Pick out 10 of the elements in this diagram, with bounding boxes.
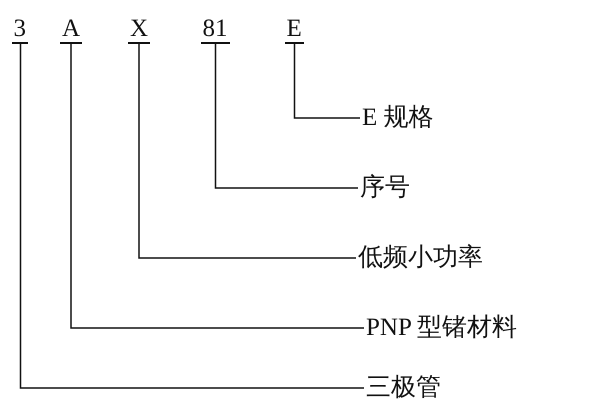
leader-line [214, 44, 358, 189]
meaning-label: 序号 [360, 174, 410, 202]
leader-line [70, 44, 364, 329]
leader-line [138, 44, 356, 259]
meaning-label: PNP 型锗材料 [366, 314, 518, 342]
meaning-label: 三极管 [366, 374, 441, 402]
leader-line [294, 44, 360, 119]
leader-line [20, 44, 364, 389]
meaning-label: E 规格 [362, 104, 434, 132]
meaning-label: 低频小功率 [358, 244, 483, 272]
